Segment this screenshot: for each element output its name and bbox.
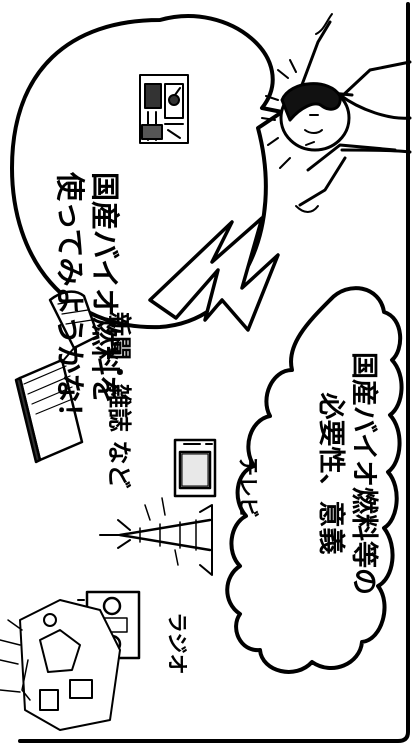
thought-cloud-text: 国産バイオ燃料等の 必要性、意義 [313, 352, 379, 595]
broadcast-tower-illustration [99, 497, 213, 576]
tv-label: テレビ [236, 455, 260, 518]
fuel-station-image [139, 74, 189, 144]
thought-cloud-line2: 必要性、意義 [315, 392, 347, 555]
tv-illustration [173, 438, 217, 498]
thought-cloud-line1: 国産バイオ燃料等の [348, 352, 379, 595]
lightning-bolt [148, 216, 280, 332]
thought-cloud [225, 286, 404, 674]
frame-border [18, 2, 410, 743]
newspaper-magazine-illustration [14, 290, 100, 464]
person-figure [261, 13, 412, 213]
newspaper-label: 新聞・雑誌 など [105, 312, 133, 489]
radio-label: ラジオ [165, 612, 189, 675]
town-scene-illustration [0, 599, 121, 731]
speech-bubble-line2: 使ってみようかな！ [52, 172, 87, 432]
